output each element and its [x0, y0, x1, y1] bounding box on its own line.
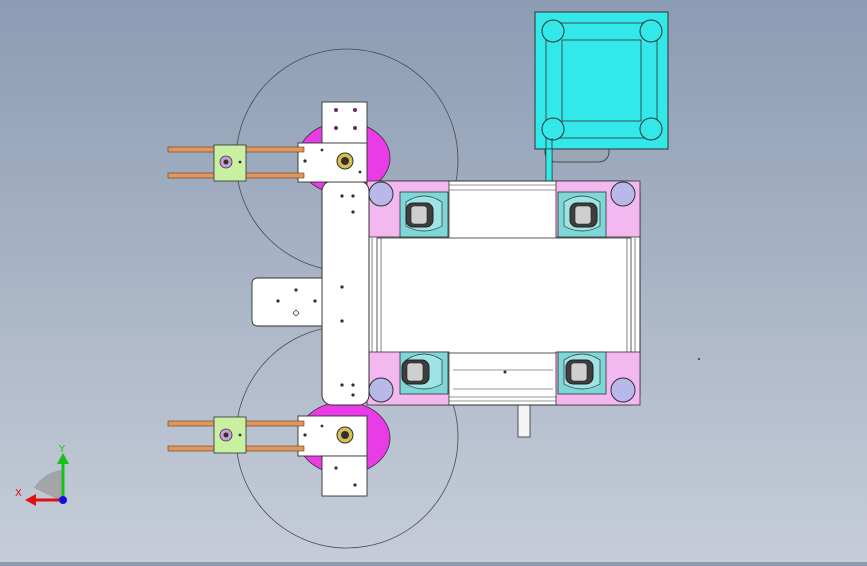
- caster-front-right[interactable]: [557, 191, 607, 238]
- lower-mount-plate: [297, 415, 368, 497]
- upper-mount-plate: [297, 101, 368, 183]
- left-side-tab: [251, 277, 323, 327]
- coordinate-triad: Y X: [15, 444, 69, 506]
- z-axis-marker: [59, 496, 67, 504]
- lower-linear-guide[interactable]: [167, 416, 305, 454]
- x-axis-label: X: [15, 488, 22, 499]
- bottom-shaft-stub: [517, 404, 531, 438]
- motor-housing[interactable]: [534, 11, 669, 183]
- motor-bolt-circle: [639, 117, 663, 141]
- corner-disc: [610, 377, 636, 403]
- corner-disc: [368, 181, 394, 207]
- caster-rear-left[interactable]: [399, 351, 449, 395]
- motor-bolt-circle: [639, 19, 663, 43]
- upper-linear-guide[interactable]: [167, 144, 305, 182]
- caster-front-left[interactable]: [399, 191, 449, 238]
- y-axis-label: Y: [58, 444, 66, 455]
- motor-bolt-circle: [541, 19, 565, 43]
- reference-point: [698, 358, 700, 360]
- motor-bolt-circle: [541, 117, 565, 141]
- corner-disc: [610, 181, 636, 207]
- left-vertical-bar[interactable]: [321, 180, 370, 406]
- corner-disc: [368, 377, 394, 403]
- caster-rear-right[interactable]: [557, 351, 607, 395]
